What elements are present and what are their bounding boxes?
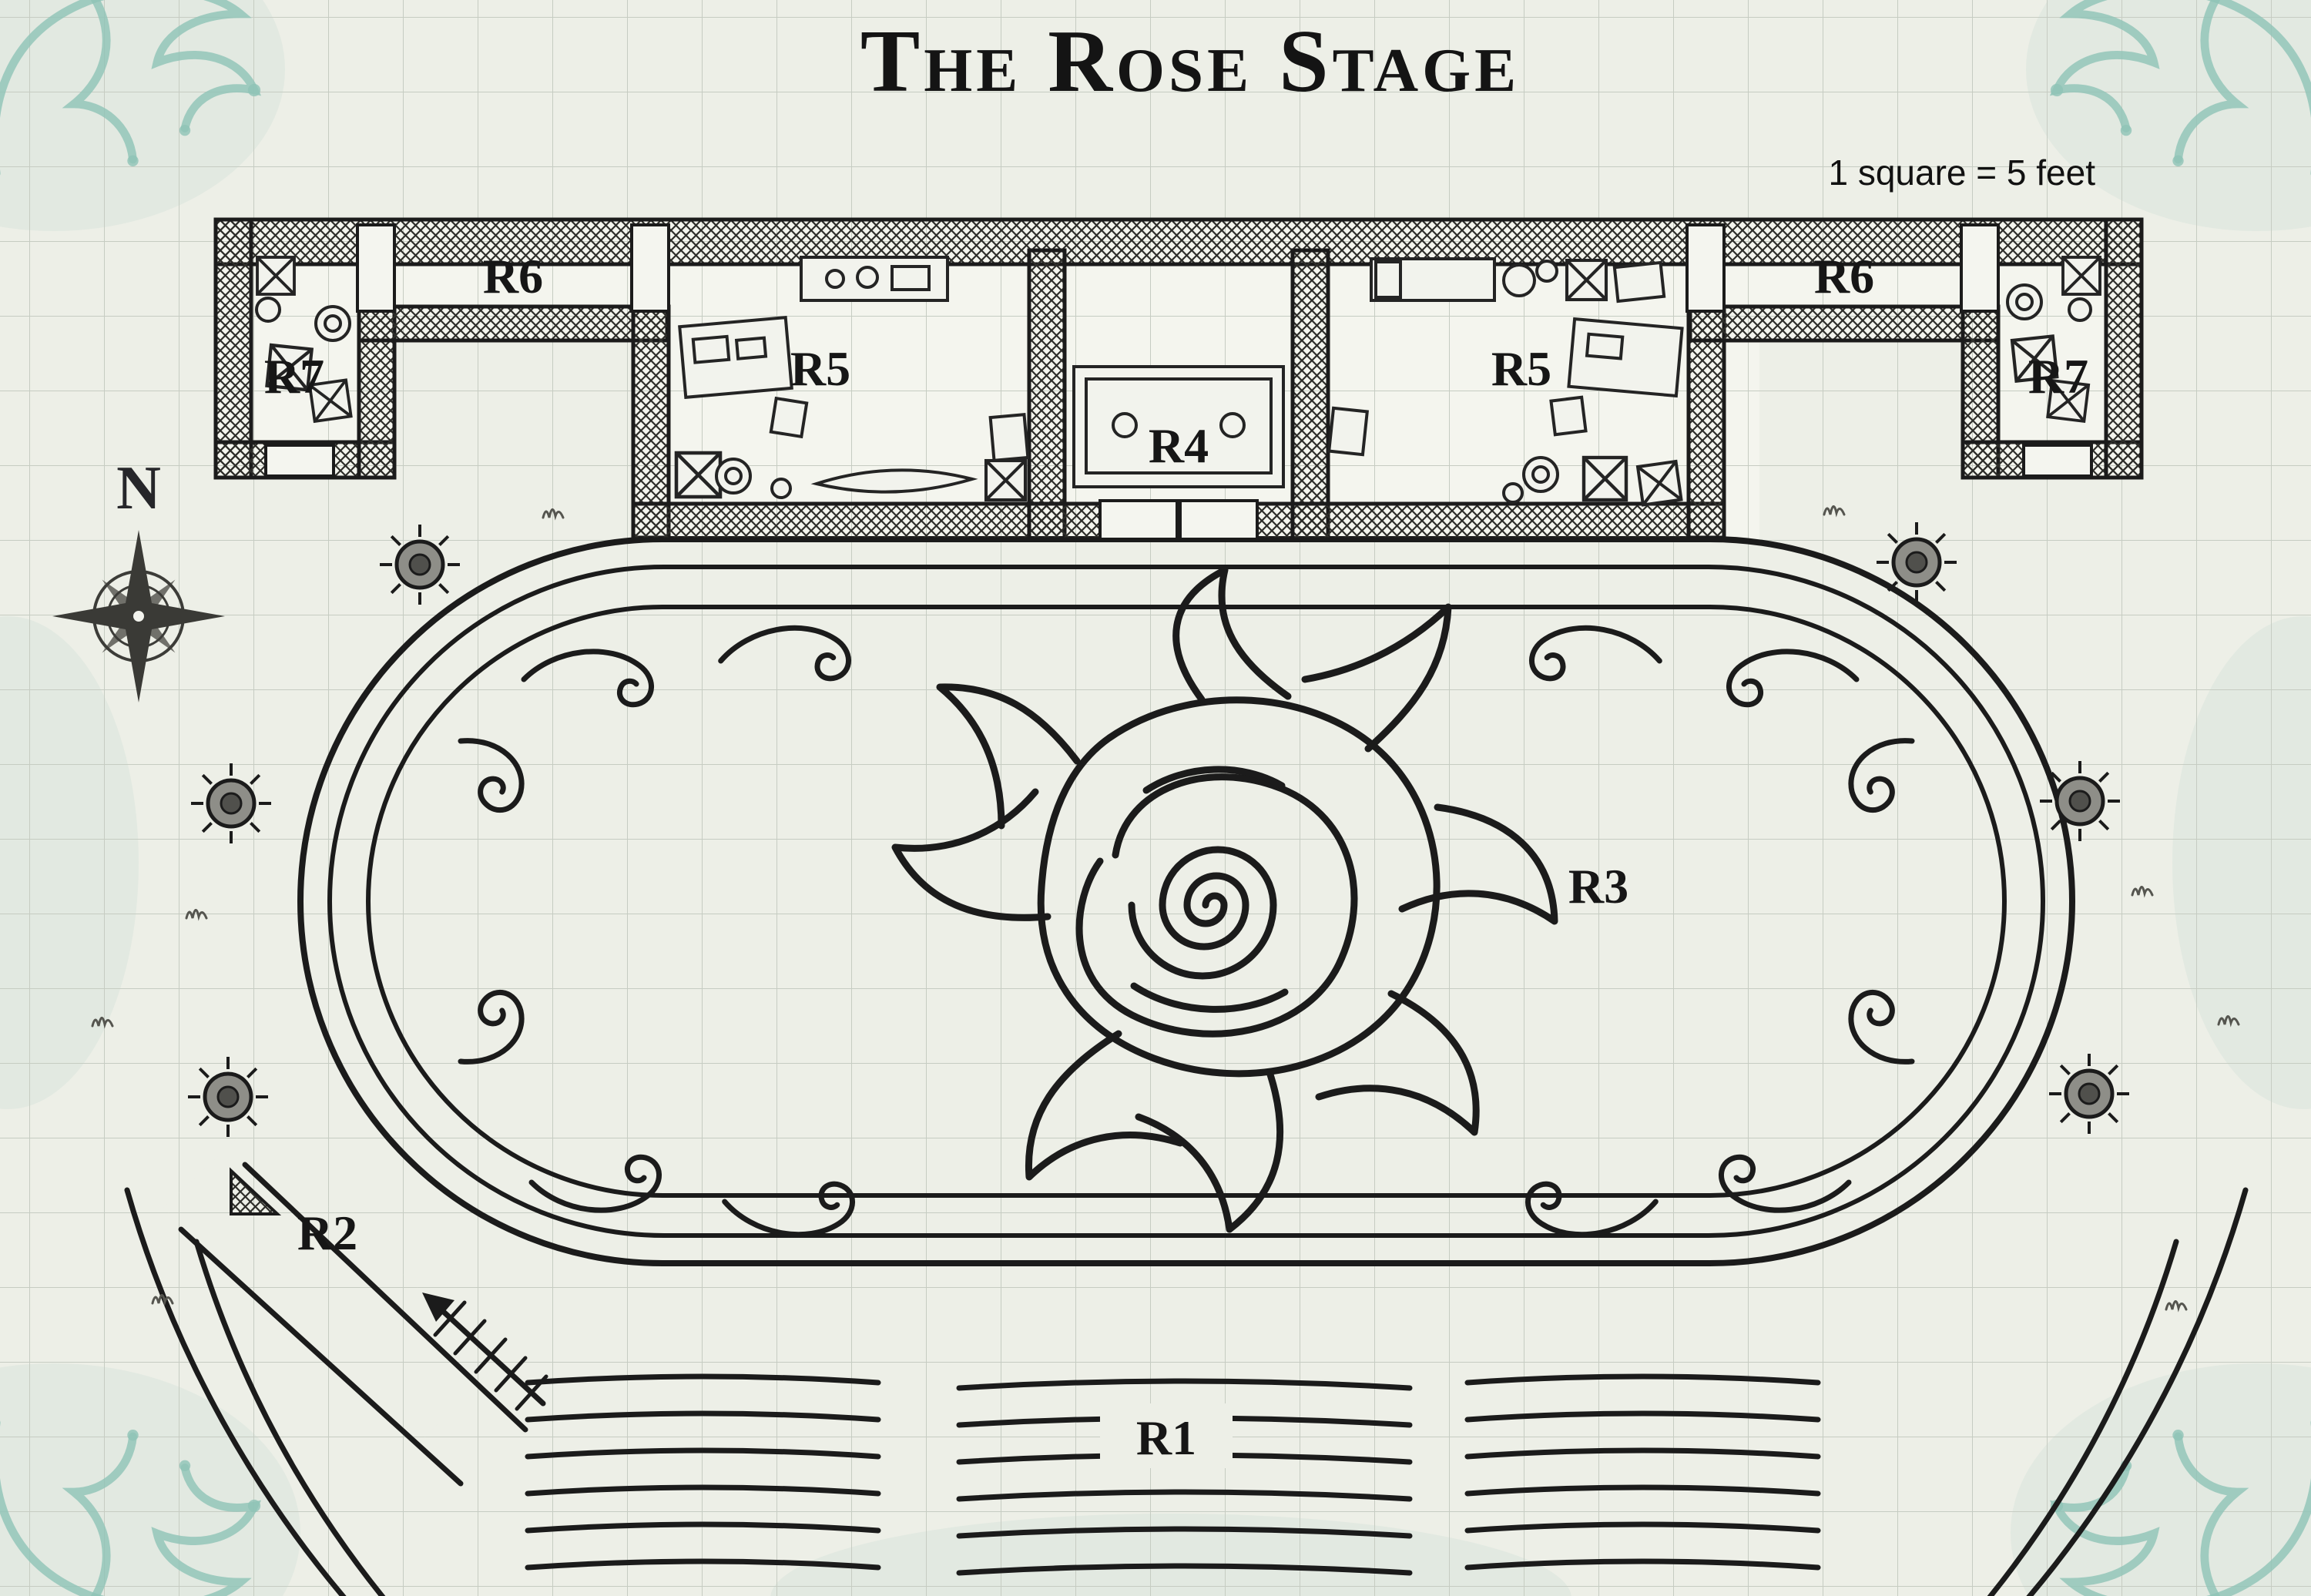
barrel-icon xyxy=(1502,482,1524,504)
crate-icon xyxy=(676,453,720,497)
door xyxy=(1685,223,1726,313)
backstage-props xyxy=(255,256,2101,507)
ramp-wall-wedge xyxy=(230,1167,282,1215)
stage-light-icon xyxy=(191,763,271,843)
door xyxy=(2022,444,2093,478)
stage-light-icon xyxy=(188,1057,268,1137)
crate-icon xyxy=(1636,460,1683,507)
wall-segment xyxy=(213,217,2144,267)
door xyxy=(630,223,670,313)
room-label-r2: R2 xyxy=(297,1205,357,1260)
door xyxy=(264,444,335,478)
door xyxy=(356,223,396,313)
scale-note: 1 square = 5 feet xyxy=(1828,153,2095,193)
wall-segment xyxy=(357,304,669,343)
stage-light-icon xyxy=(2049,1054,2129,1134)
wall-segment xyxy=(1290,248,1330,542)
room-label-r7-left: R7 xyxy=(264,349,324,404)
stage-table xyxy=(1072,365,1285,488)
crate-icon xyxy=(256,256,296,296)
room-label-r7-right: R7 xyxy=(2028,349,2088,404)
barrel-icon xyxy=(715,458,752,495)
stage-light-icon xyxy=(2040,761,2120,841)
desk xyxy=(1549,317,1684,437)
wall-segment xyxy=(2104,217,2144,480)
barrel-icon xyxy=(1522,456,1559,493)
room-label-r3: R3 xyxy=(1568,859,1628,914)
shelf xyxy=(800,256,949,302)
wall-segment xyxy=(631,501,1067,542)
box-prop xyxy=(1612,260,1666,303)
barrel-icon xyxy=(2068,297,2092,322)
room-label-r5-left: R5 xyxy=(790,341,850,396)
room-label-r6-left: R6 xyxy=(483,249,543,303)
chair xyxy=(1327,406,1370,457)
boat-prop xyxy=(810,468,978,494)
compass-north-label: N xyxy=(116,454,161,522)
barrel-icon xyxy=(2006,283,2043,320)
outer-arcs xyxy=(124,1187,2249,1596)
wall-segment xyxy=(1688,304,2001,343)
rose-illustration xyxy=(891,566,1558,1233)
compass-rose-icon: N xyxy=(52,454,225,702)
crate-icon xyxy=(1584,458,1626,500)
wall-segment xyxy=(1027,248,1067,542)
barrel-icon xyxy=(1502,263,1536,297)
cot xyxy=(1370,257,1496,302)
crate-icon xyxy=(986,461,1025,500)
stage-light-icon xyxy=(380,525,460,605)
barrel-icon xyxy=(1535,260,1558,283)
door xyxy=(1960,223,2000,313)
wall-segment xyxy=(1290,501,1726,542)
room-label-r5-right: R5 xyxy=(1491,341,1551,396)
stage-light-icon xyxy=(1877,522,1957,602)
barrel-icon xyxy=(255,297,281,323)
wall-segment xyxy=(213,217,253,480)
barrel-icon xyxy=(314,305,351,342)
ramp-r2 xyxy=(178,1162,548,1487)
room-labels: R1 R2 R3 R4 R5 R5 R6 R6 R7 R7 xyxy=(264,249,2088,1468)
crate-icon xyxy=(2061,256,2101,296)
seating-r1 xyxy=(525,1373,1821,1576)
door xyxy=(1179,499,1259,541)
room-label-r4: R4 xyxy=(1149,418,1209,473)
chair xyxy=(988,413,1030,462)
barrel-icon xyxy=(770,478,792,499)
backstage-walls xyxy=(213,217,2144,542)
room-label-r6-right: R6 xyxy=(1814,249,1874,303)
stairs-arrow-icon xyxy=(422,1293,548,1411)
crate-icon xyxy=(1567,260,1606,300)
room-label-r1: R1 xyxy=(1136,1410,1196,1465)
desk xyxy=(678,315,809,439)
label-backing xyxy=(1100,1403,1233,1468)
map-title: The Rose Stage xyxy=(860,12,1520,111)
door xyxy=(1098,499,1179,541)
